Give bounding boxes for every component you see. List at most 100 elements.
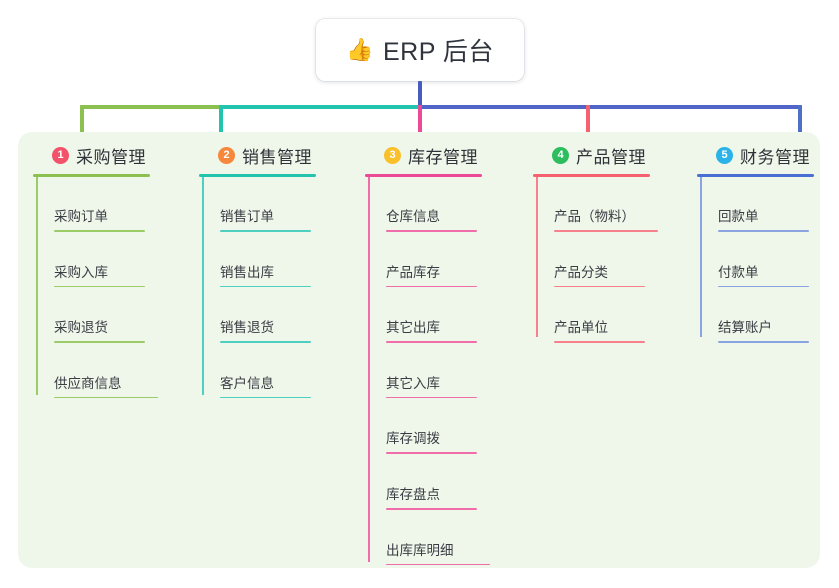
leaf-rule <box>718 285 809 288</box>
leaf-item[interactable]: 供应商信息 <box>30 343 188 399</box>
leaf-rule <box>554 230 658 232</box>
leaf-rule <box>386 396 477 399</box>
branch-title-2: 销售管理 <box>242 147 312 167</box>
branch-header-4[interactable]: 4 产品管理 <box>530 142 695 168</box>
diagram-panel <box>18 132 820 568</box>
leaf-item[interactable]: 销售退货 <box>196 287 354 343</box>
leaf-label: 采购退货 <box>54 320 108 336</box>
branch-items-4: 产品（物料） 产品分类 产品单位 <box>530 177 695 343</box>
leaf-label: 产品（物料） <box>554 209 635 224</box>
branch-title-1: 采购管理 <box>76 147 146 167</box>
leaf-item[interactable]: 产品分类 <box>530 232 695 288</box>
branch-title-4: 产品管理 <box>576 147 646 167</box>
branch-items-2: 销售订单 销售出库 销售退货 客户信息 <box>196 177 354 399</box>
branch-header-3[interactable]: 3 库存管理 <box>362 142 527 168</box>
leaf-label: 仓库信息 <box>386 209 440 224</box>
leaf-rule <box>220 230 311 232</box>
leaf-rule <box>554 341 645 343</box>
leaf-rule <box>220 285 311 288</box>
leaf-item[interactable]: 采购订单 <box>30 177 188 232</box>
branch-items-5: 回款单 付款单 结算账户 <box>694 177 839 343</box>
branch-spine-4 <box>536 177 538 337</box>
leaf-rule <box>386 285 477 288</box>
root-node-text: ERP 后台 <box>383 38 494 66</box>
branch-title-5: 财务管理 <box>740 147 810 167</box>
leaf-label: 产品库存 <box>386 264 440 280</box>
leaf-item[interactable]: 出库库明细 <box>362 510 527 566</box>
leaf-rule <box>386 341 477 343</box>
bus-segment-blue <box>418 105 802 109</box>
branch-spine-1 <box>36 177 38 395</box>
leaf-label: 回款单 <box>718 209 759 224</box>
drop-connector-3 <box>418 105 422 145</box>
branch-items-1: 采购订单 采购入库 采购退货 供应商信息 <box>30 177 188 399</box>
leaf-label: 其它出库 <box>386 320 440 336</box>
leaf-item[interactable]: 销售订单 <box>196 177 354 232</box>
thumbs-up-icon: 👍 <box>346 37 374 62</box>
leaf-label: 客户信息 <box>220 375 274 391</box>
branch-rule-2 <box>199 174 316 177</box>
leaf-rule <box>718 341 809 343</box>
branch-badge-1: 1 <box>52 146 69 164</box>
leaf-item[interactable]: 付款单 <box>694 232 839 288</box>
branch-spine-2 <box>202 177 204 395</box>
branch-spine-5 <box>700 177 702 337</box>
leaf-rule <box>54 396 158 399</box>
branch-rule-5 <box>697 174 814 177</box>
root-node-label: 👍 ERP 后台 <box>346 32 494 68</box>
root-node[interactable]: 👍 ERP 后台 <box>316 19 524 81</box>
leaf-item[interactable]: 客户信息 <box>196 343 354 399</box>
leaf-label: 产品单位 <box>554 320 608 336</box>
leaf-rule <box>718 230 809 232</box>
leaf-label: 采购订单 <box>54 209 108 224</box>
leaf-label: 库存盘点 <box>386 486 440 502</box>
branch-column-3: 3 库存管理 仓库信息 产品库存 其它出库 其它入库 库存调拨 <box>362 142 527 566</box>
branch-header-1[interactable]: 1 采购管理 <box>30 142 188 168</box>
leaf-label: 产品分类 <box>554 264 608 280</box>
leaf-rule <box>386 230 477 232</box>
branch-title-3: 库存管理 <box>408 147 478 167</box>
branch-items-3: 仓库信息 产品库存 其它出库 其它入库 库存调拨 库存盘点 <box>362 177 527 566</box>
leaf-item[interactable]: 产品库存 <box>362 232 527 288</box>
leaf-rule <box>386 507 477 510</box>
branch-spine-3 <box>368 177 370 562</box>
leaf-label: 出库库明细 <box>386 542 454 558</box>
leaf-item[interactable]: 库存调拨 <box>362 398 527 454</box>
leaf-item[interactable]: 仓库信息 <box>362 177 527 232</box>
leaf-item[interactable]: 采购退货 <box>30 287 188 343</box>
bus-segment-teal <box>219 105 420 109</box>
leaf-item[interactable]: 销售出库 <box>196 232 354 288</box>
leaf-rule <box>386 452 477 454</box>
leaf-item[interactable]: 库存盘点 <box>362 454 527 510</box>
leaf-item[interactable]: 其它出库 <box>362 287 527 343</box>
branch-header-2[interactable]: 2 销售管理 <box>196 142 354 168</box>
leaf-item[interactable]: 结算账户 <box>694 287 839 343</box>
leaf-label: 付款单 <box>718 264 759 280</box>
leaf-label: 库存调拨 <box>386 431 440 447</box>
leaf-item[interactable]: 产品单位 <box>530 287 695 343</box>
leaf-rule <box>54 230 145 232</box>
root-stem-connector <box>418 81 422 109</box>
leaf-label: 销售订单 <box>220 209 274 224</box>
leaf-item[interactable]: 产品（物料） <box>530 177 695 232</box>
leaf-item[interactable]: 采购入库 <box>30 232 188 288</box>
branch-badge-4: 4 <box>552 146 569 164</box>
leaf-rule <box>54 285 145 288</box>
branch-rule-3 <box>365 174 482 177</box>
drop-connector-2 <box>219 105 223 145</box>
branch-column-1: 1 采购管理 采购订单 采购入库 采购退货 供应商信息 <box>30 142 188 399</box>
leaf-item[interactable]: 其它入库 <box>362 343 527 399</box>
branch-column-5: 5 财务管理 回款单 付款单 结算账户 <box>694 142 839 343</box>
leaf-rule <box>54 341 145 343</box>
leaf-label: 其它入库 <box>386 375 440 391</box>
leaf-rule <box>554 285 645 288</box>
leaf-item[interactable]: 回款单 <box>694 177 839 232</box>
branch-header-5[interactable]: 5 财务管理 <box>694 142 839 168</box>
branch-badge-3: 3 <box>384 146 401 164</box>
branch-badge-5: 5 <box>716 146 733 164</box>
leaf-rule <box>220 341 311 343</box>
drop-connector-5 <box>798 105 802 145</box>
drop-connector-4 <box>586 105 590 145</box>
leaf-rule <box>386 563 490 566</box>
